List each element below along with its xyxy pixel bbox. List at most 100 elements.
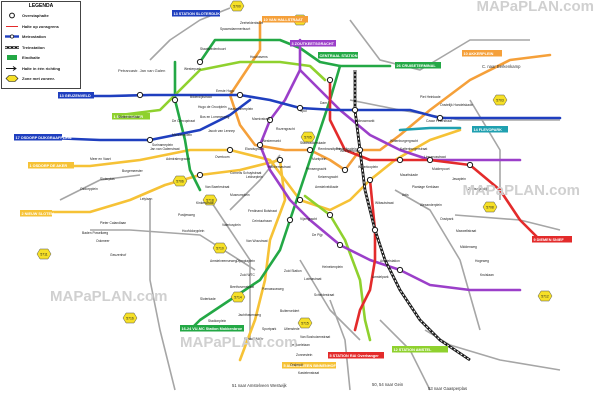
station-name: Museumplein xyxy=(230,193,250,197)
station-name: Plantage Kerklaan xyxy=(412,185,439,189)
station-name: Cornelis Schuytstraat xyxy=(230,171,261,175)
terminal-label: 14 FLEVOPARK xyxy=(474,128,503,132)
line-3-purple-north xyxy=(298,68,522,162)
station-name: Lelylaan xyxy=(140,197,152,201)
station-name: Dam xyxy=(320,101,327,105)
station-name: Oostelijk Handelskade xyxy=(440,103,473,107)
legend-item: Metrostation xyxy=(5,33,46,40)
station-name: Buitenveldert xyxy=(280,309,299,313)
terminal-box: 2 NIEUW SLOTEN xyxy=(20,210,54,217)
station-name: Olympiaplein xyxy=(236,259,255,263)
note-left: Petrarcastr. Jan van Galen xyxy=(118,68,165,73)
station-name: Amstelstation xyxy=(380,259,400,263)
note-top-right: C. naar Berkenkamp xyxy=(482,64,521,69)
metro-line xyxy=(353,70,471,362)
note-bottom-left: 51 naar Amstelveen Westwijk xyxy=(232,383,288,388)
terminal-label: 1 OSDORP DE AKER xyxy=(30,164,68,168)
zone-number: 5718 xyxy=(206,198,214,202)
zone-marker: 5703 xyxy=(492,94,508,106)
terminal-box: 10 AKKERPLEIN xyxy=(462,50,502,57)
zone-marker: 5715 xyxy=(297,317,313,329)
terminal-box: 13 STATION SLOTERDIJK xyxy=(172,10,220,17)
zone-marker: 5714 xyxy=(230,291,246,303)
station-name: Maxwellstraat xyxy=(456,229,476,233)
zone-marker: 5706 xyxy=(172,175,188,187)
line-12-lime xyxy=(118,60,327,117)
station-name: Rozengracht xyxy=(276,127,295,131)
station-name: Van Boshuizenstraat xyxy=(300,335,330,339)
station-name: Piet Heinkade xyxy=(420,95,441,99)
terminal-box: 14 FLEVOPARK xyxy=(472,126,508,133)
station-name: Osdorpplein xyxy=(80,187,98,191)
line-12-lime-south xyxy=(303,194,372,342)
station-name: Baden Powellweg xyxy=(82,231,108,235)
legend-item: Treinstation xyxy=(5,44,45,51)
station-name: Bos en Lommerweg xyxy=(200,115,229,119)
station-name: Zeeheldenbuurt xyxy=(240,21,263,25)
zone-markers: 5700570257035705570657085710571157125714… xyxy=(36,0,553,329)
station-name: Postjesweg xyxy=(178,213,195,217)
terminal-box: 5 AMSTELVEEN BINNENHOF xyxy=(282,362,336,369)
terminal-label: 13 GEUZENVELD xyxy=(60,94,91,98)
station-name: Westerpark xyxy=(184,67,201,71)
station-name: Frederiksplein xyxy=(336,147,357,151)
station-name: Lutmastraat xyxy=(304,277,321,281)
station-name: Kinkerstraat xyxy=(196,201,214,205)
station-name: De Boelelaan xyxy=(290,343,310,347)
station-name: Amstelveenseweg xyxy=(210,259,237,263)
station-name: Rembrandtplein xyxy=(318,147,341,151)
station-name: Prinsengracht xyxy=(306,167,326,171)
line-green-cs xyxy=(173,60,202,192)
watermark-left: MAPaPLAN.com xyxy=(50,288,168,305)
station-name: Burgemeester xyxy=(122,169,144,173)
station-name: Mauritskade xyxy=(400,173,418,177)
station-name: Stadhouderskade xyxy=(300,141,326,145)
zone-marker: 5708 xyxy=(482,201,498,213)
station-name: Amstelveldkade xyxy=(315,185,338,189)
terminal-box: 10 VAN HALLSTRAAT xyxy=(262,16,308,23)
station-name: Jacob van Lennep xyxy=(208,129,235,133)
station-name: Spaarndammerbuurt xyxy=(220,27,250,31)
zone-number: 5710 xyxy=(216,246,224,250)
legend-item: Eindhalte xyxy=(7,54,40,61)
legend-circle-icon xyxy=(5,12,19,19)
station-name: Elandsgracht xyxy=(245,147,264,151)
legend-item: Halte in één richting xyxy=(6,65,61,72)
zone-marker: 5711 xyxy=(36,248,52,260)
terminal-box: 1 SLOTERMEER xyxy=(112,113,150,120)
station-name: Eerste Hugo xyxy=(216,89,234,93)
station-name: Nieuwmarkt xyxy=(357,119,374,123)
zone-marker: 5716 xyxy=(122,312,138,324)
station-name: Middenweg xyxy=(460,245,477,249)
station-name: Jan van Galenstraat xyxy=(150,147,180,151)
legend-item-label: Halte in één richting xyxy=(22,65,61,71)
line-10-orange xyxy=(228,20,552,172)
zone-marker: 5718 xyxy=(202,194,218,206)
station-name: Sloterkade xyxy=(200,297,216,301)
line-13-blue xyxy=(58,93,562,120)
station-name: Ceintuurbaan xyxy=(252,219,272,223)
station-name: Zonnestein xyxy=(296,353,312,357)
station-name: Keizersgracht xyxy=(318,175,338,179)
station-name: Amstelpark xyxy=(372,275,389,279)
station-name: Javaplein xyxy=(452,177,466,181)
terminal-label: 2 NIEUW SLOTEN xyxy=(22,212,55,216)
station-name: Scheldestraat xyxy=(314,293,334,297)
station-name: Leidseplein xyxy=(246,175,263,179)
station-name: Kastelenstraat xyxy=(298,371,319,375)
station-name: Czaar Peterstraat xyxy=(426,119,452,123)
terminal-label: 26 CRUISETERMINAL xyxy=(397,64,437,68)
terminal-label: 10 AKKERPLEIN xyxy=(464,52,494,56)
station-name: Admiralengracht xyxy=(166,157,190,161)
station-name: Van Baerlestraat xyxy=(205,185,229,189)
note-bottom-right: 53 naar Gaasperplas xyxy=(428,386,467,391)
legend-redtext-icon xyxy=(5,23,19,30)
station-name: Muntplein xyxy=(312,157,326,161)
legend-train-icon xyxy=(5,44,19,51)
station-name: Artis xyxy=(402,193,409,197)
zone-number: 5708 xyxy=(486,205,494,209)
legend-item-label: Treinstation xyxy=(22,44,45,50)
terminal-box: 1 OSDORP DE AKER xyxy=(28,162,74,169)
zone-number: 5706 xyxy=(176,179,184,183)
